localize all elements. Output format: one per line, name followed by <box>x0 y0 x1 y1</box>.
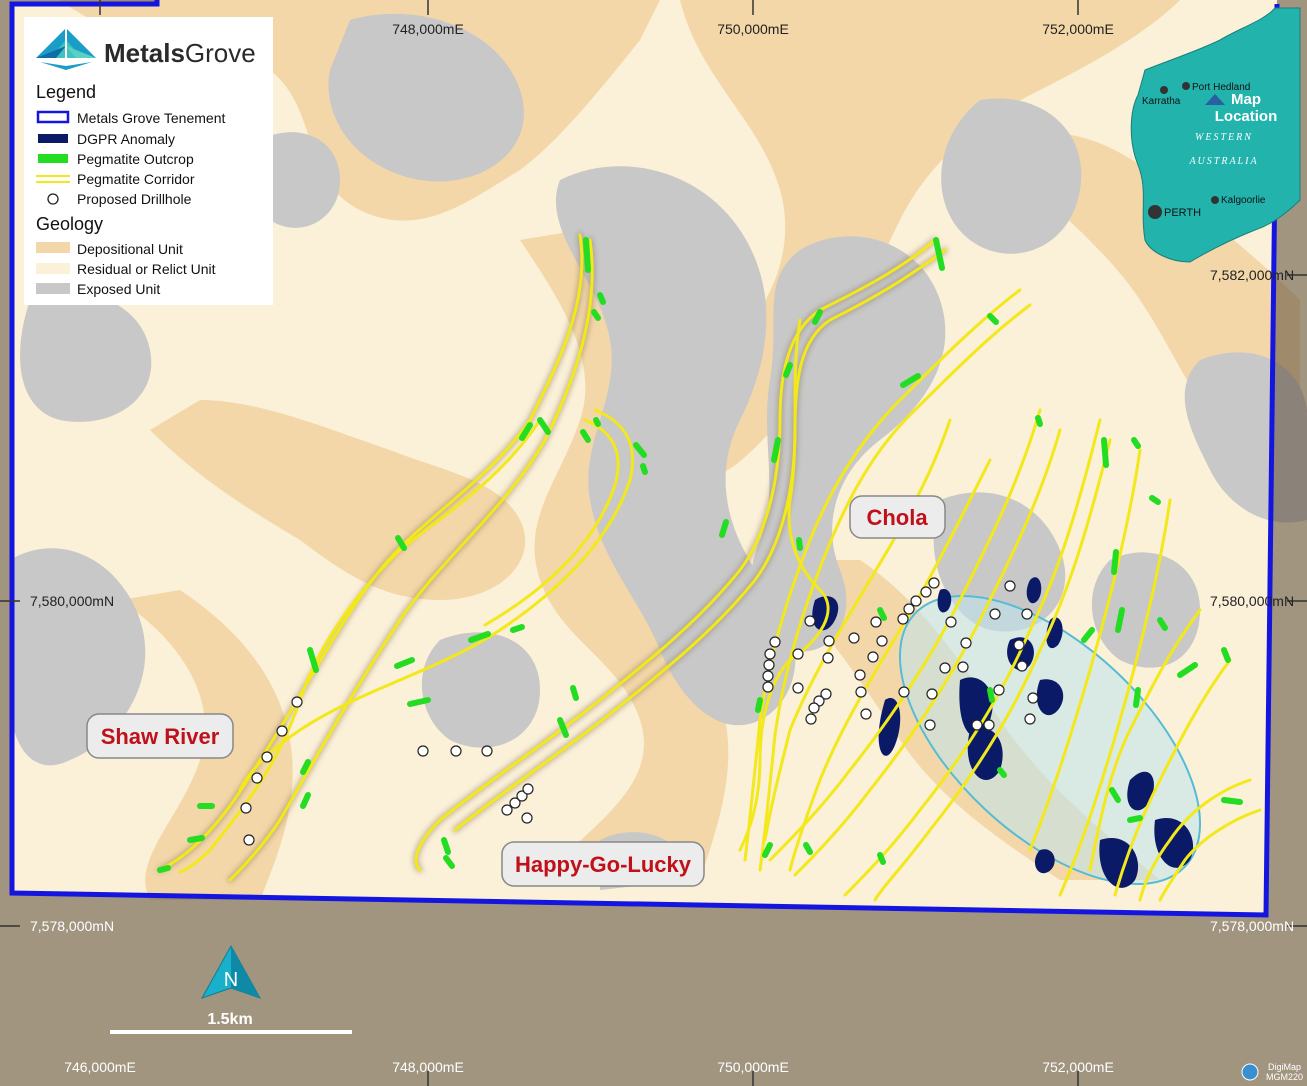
inset-location-map[interactable]: Port Hedland Karratha Map Location WESTE… <box>1130 7 1301 263</box>
brand-bold: Metals <box>104 38 185 68</box>
scale-bar-label: 1.5km <box>207 1011 252 1028</box>
legend-panel: MetalsGrove Legend Metals Grove Tenement… <box>24 17 273 305</box>
digimap-credit: DigiMap MGM220 <box>1241 1062 1303 1082</box>
town-kalgoorlie: Kalgoorlie <box>1221 195 1266 206</box>
easting-bottom-752: 752,000mE <box>1042 1059 1114 1075</box>
scale-bar: 1.5km <box>110 1011 352 1034</box>
easting-bottom-748: 748,000mE <box>392 1059 464 1075</box>
town-kalgoorlie-marker <box>1211 196 1219 204</box>
svg-text:Shaw River: Shaw River <box>101 724 220 749</box>
legend-tenement-swatch <box>36 110 70 124</box>
globe-icon <box>1241 1063 1259 1081</box>
town-port-hedland: Port Hedland <box>1192 82 1250 93</box>
northing-right-7578: 7,578,000mN <box>1210 918 1294 934</box>
legend-item-residual: Residual or Relict Unit <box>77 261 216 277</box>
legend-item-exposed: Exposed Unit <box>77 281 160 297</box>
legend-depositional-swatch <box>36 242 70 253</box>
town-karratha: Karratha <box>1142 96 1181 107</box>
legend-dgpr-swatch <box>38 134 68 143</box>
pegmatite-outcrops <box>157 237 1243 873</box>
legend-title: Legend <box>36 82 96 102</box>
easting-top-748: 748,000mE <box>392 21 464 37</box>
legend-item-depositional: Depositional Unit <box>77 241 183 257</box>
map-location-triangle <box>1205 94 1225 105</box>
northing-right-7580: 7,580,000mN <box>1210 593 1294 609</box>
town-port-hedland-marker <box>1182 82 1190 90</box>
inset-region-western: WESTERN <box>1195 132 1253 143</box>
prospect-label-shaw-river[interactable]: Shaw River <box>86 713 234 759</box>
easting-top-750: 750,000mE <box>717 21 789 37</box>
town-perth: PERTH <box>1164 207 1201 219</box>
legend-outcrop-swatch <box>38 154 68 163</box>
tenement-boundary <box>9 0 1280 918</box>
legend-item-drillhole: Proposed Drillhole <box>77 191 192 207</box>
western-australia-shape <box>1130 7 1301 263</box>
proposed-drillholes[interactable] <box>240 577 1039 846</box>
map-location-label-2: Location <box>1215 108 1278 125</box>
northing-left-7578: 7,578,000mN <box>30 918 114 934</box>
inset-region-australia: AUSTRALIA <box>1188 156 1258 167</box>
legend-drillhole-swatch <box>47 193 59 205</box>
target-zone-ellipse[interactable] <box>850 544 1250 935</box>
north-arrow-label: N <box>224 969 238 991</box>
easting-bottom-750: 750,000mE <box>717 1059 789 1075</box>
svg-text:MGM220: MGM220 <box>1266 1072 1303 1082</box>
metals-grove-logo: MetalsGrove <box>36 28 256 70</box>
svg-text:MetalsGrove: MetalsGrove <box>104 38 256 68</box>
prospect-label-happy-go-lucky[interactable]: Happy-Go-Lucky <box>501 841 705 887</box>
pegmatite-corridors <box>158 233 1262 902</box>
town-karratha-marker <box>1160 86 1168 94</box>
northing-right-7582: 7,582,000mN <box>1210 267 1294 283</box>
svg-text:Chola: Chola <box>866 505 928 530</box>
prospect-label-chola[interactable]: Chola <box>849 495 946 539</box>
northing-left-7580: 7,580,000mN <box>30 593 114 609</box>
geology-title: Geology <box>36 214 103 234</box>
easting-bottom-746: 746,000mE <box>64 1059 136 1075</box>
town-perth-marker <box>1148 205 1162 219</box>
svg-text:DigiMap: DigiMap <box>1268 1062 1301 1072</box>
legend-item-outcrop: Pegmatite Outcrop <box>77 151 194 167</box>
svg-text:Happy-Go-Lucky: Happy-Go-Lucky <box>515 852 692 877</box>
map-location-label-1: Map <box>1231 91 1261 108</box>
legend-exposed-swatch <box>36 283 70 294</box>
brand-light: Grove <box>185 38 256 68</box>
legend-item-dgpr: DGPR Anomaly <box>77 131 175 147</box>
legend-item-tenement: Metals Grove Tenement <box>77 110 225 126</box>
north-arrow: N <box>200 944 262 999</box>
legend-residual-swatch <box>36 263 70 274</box>
easting-top-752: 752,000mE <box>1042 21 1114 37</box>
legend-item-corridor: Pegmatite Corridor <box>77 171 195 187</box>
